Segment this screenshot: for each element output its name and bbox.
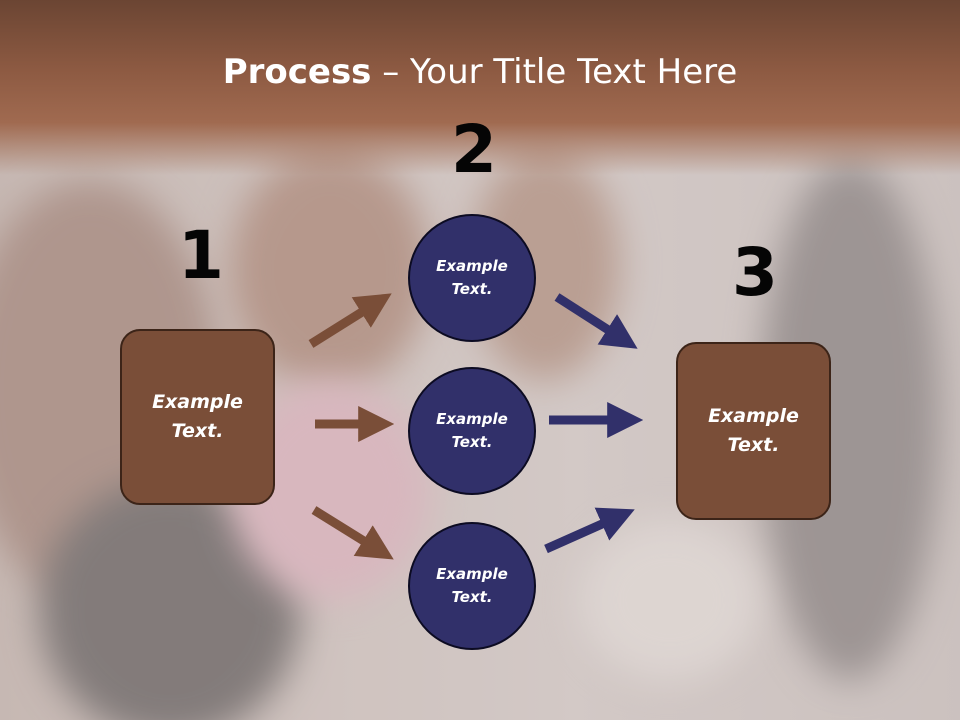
circle-step-3[interactable]: Example Text. <box>408 522 536 650</box>
title-rest: – Your Title Text Here <box>371 52 738 92</box>
circle-step-2[interactable]: Example Text. <box>408 367 536 495</box>
circle-1-line-1: Example <box>436 257 508 275</box>
right-step-box[interactable]: Example Text. <box>676 342 831 520</box>
left-step-box[interactable]: Example Text. <box>120 329 275 505</box>
right-box-line-1: Example <box>708 405 799 427</box>
circle-2-line-1: Example <box>436 410 508 428</box>
arrow-to-circle-3 <box>311 506 394 560</box>
left-box-line-2: Text. <box>171 420 224 442</box>
circle-2-line-2: Text. <box>451 433 493 451</box>
circle-3-line-1: Example <box>436 565 508 583</box>
step-number-1: 1 <box>178 217 224 294</box>
circle-step-1[interactable]: Example Text. <box>408 214 536 342</box>
step-number-3: 3 <box>732 234 778 311</box>
step-number-2: 2 <box>451 111 497 188</box>
arrow-from-circle-3 <box>544 507 635 554</box>
circle-1-line-2: Text. <box>451 280 493 298</box>
right-box-line-2: Text. <box>727 434 780 456</box>
background-photo-shape <box>580 520 760 680</box>
arrow-from-circle-1 <box>554 293 638 349</box>
left-box-line-1: Example <box>152 391 243 413</box>
title-bold: Process <box>222 52 372 92</box>
arrow-to-circle-1 <box>308 293 392 348</box>
slide-title: Process – Your Title Text Here <box>0 52 960 92</box>
circle-3-line-2: Text. <box>451 588 493 606</box>
title-band <box>0 0 960 175</box>
